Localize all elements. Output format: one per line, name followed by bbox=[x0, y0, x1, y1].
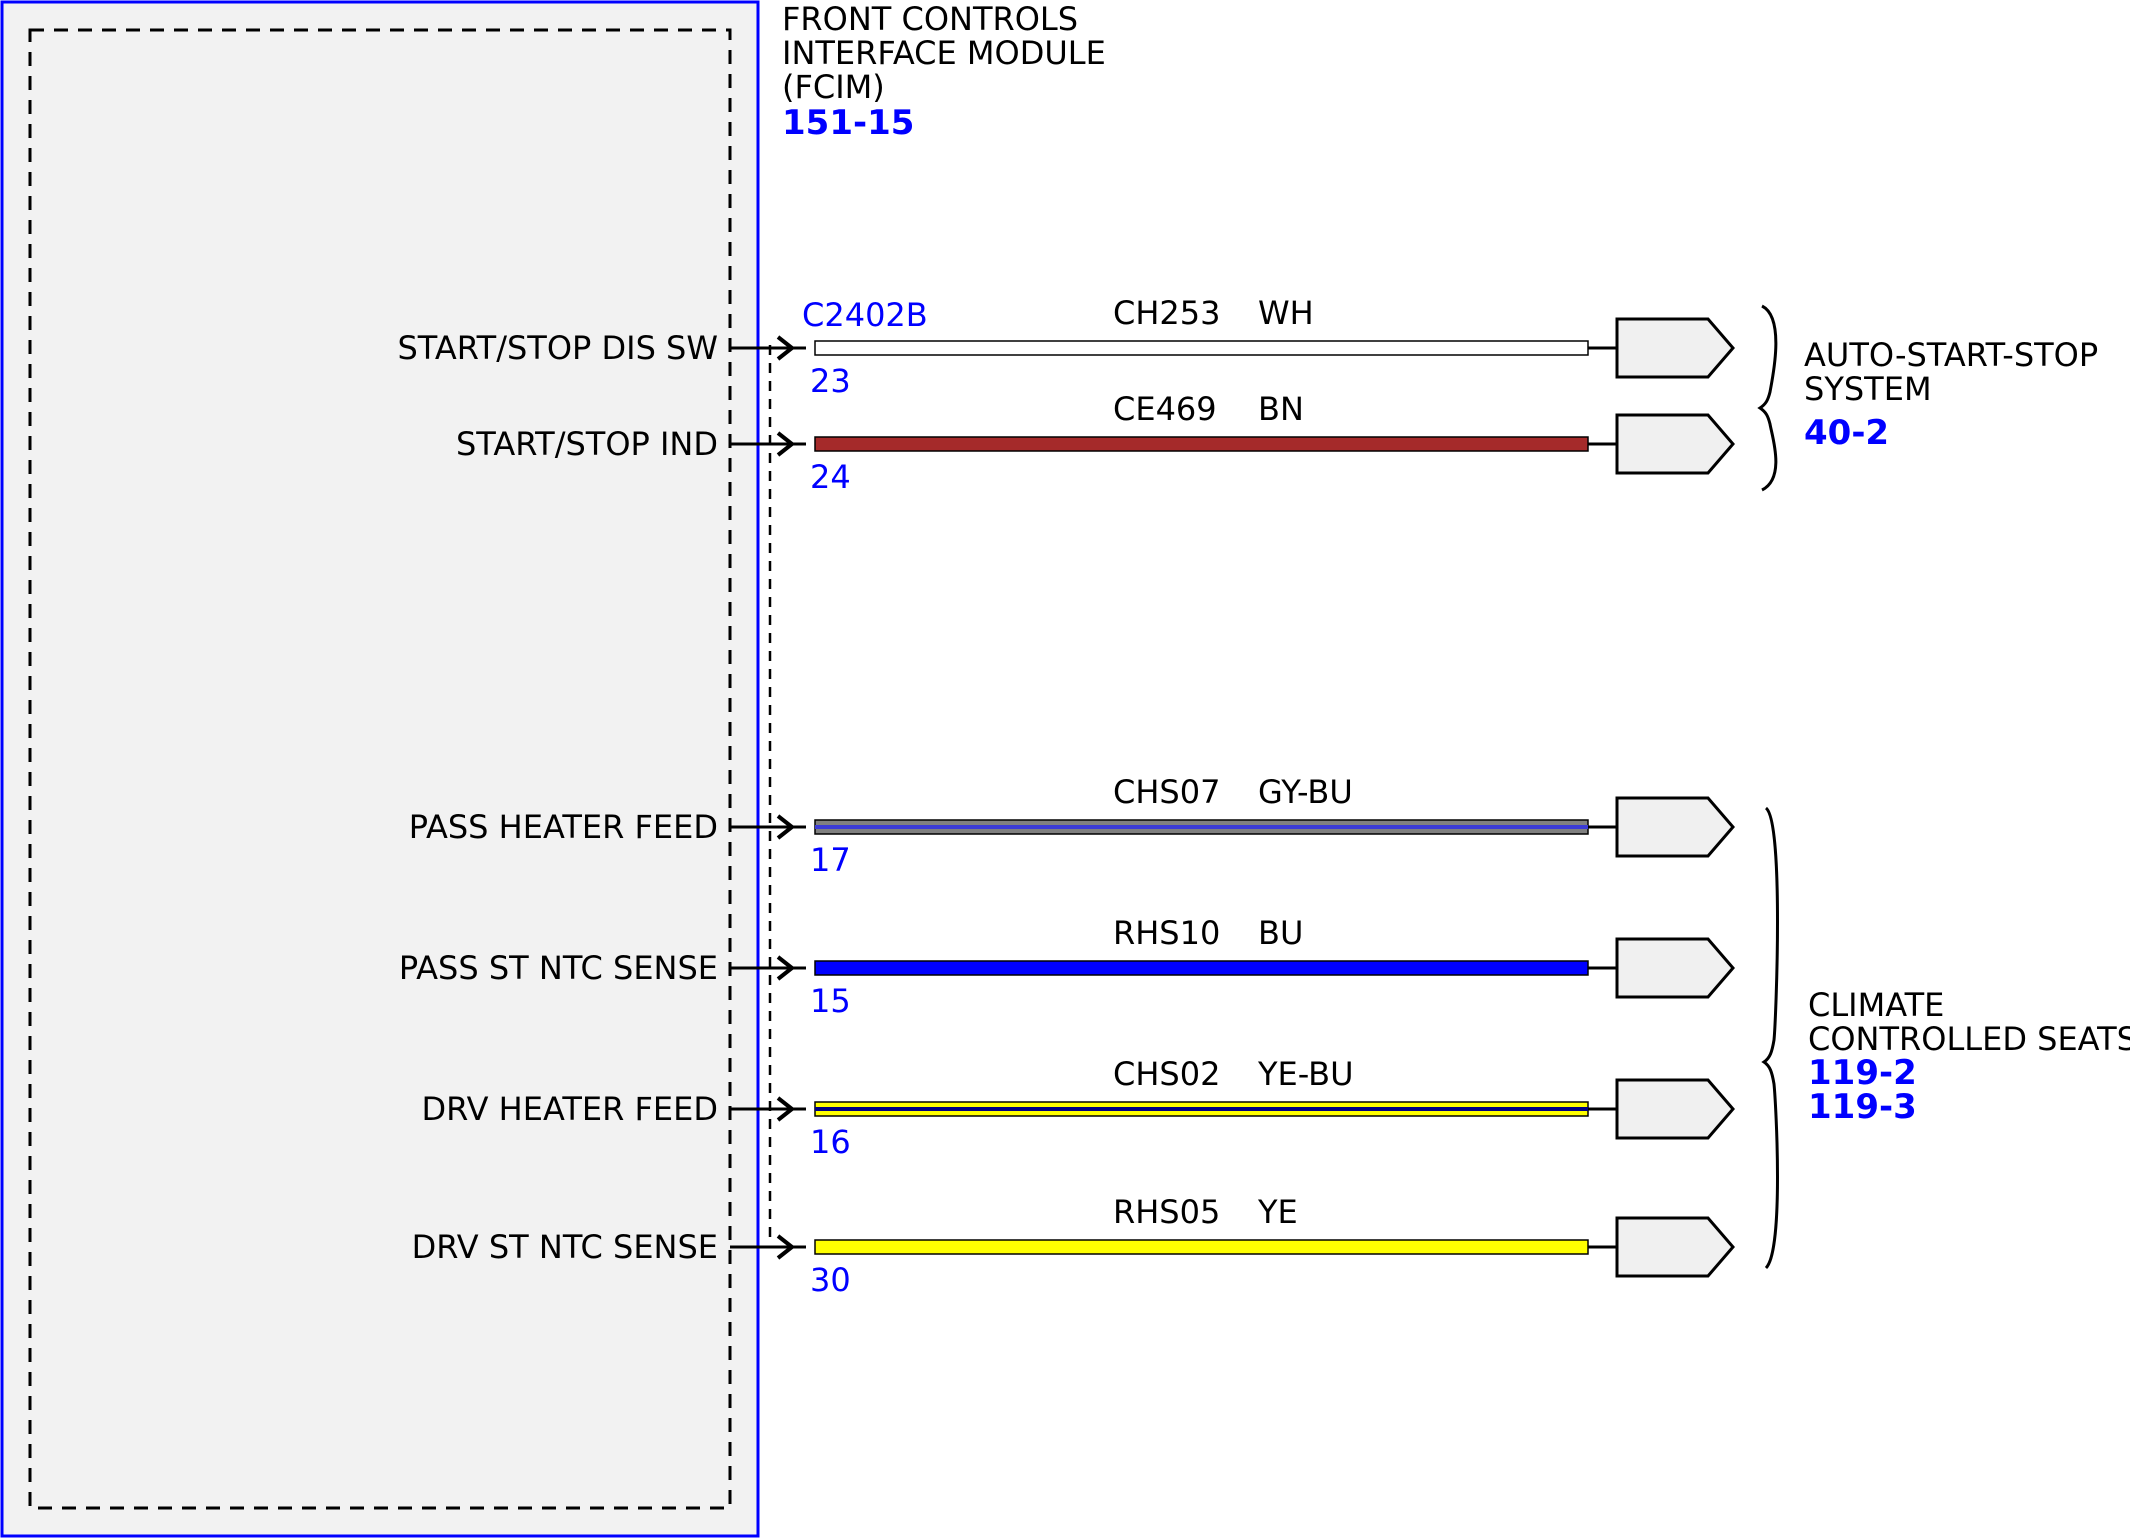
circuit-rhs10-wire[interactable] bbox=[814, 960, 1589, 976]
brace-climate-seats bbox=[1761, 806, 1779, 1270]
circuit-chs02-destination-arrow-icon[interactable] bbox=[1615, 1078, 1735, 1140]
module-title-line-1: FRONT CONTROLS bbox=[782, 0, 1078, 38]
circuit-ce469-circuit-id: CE469 bbox=[1113, 390, 1217, 428]
circuit-chs07-color-code: GY-BU bbox=[1258, 773, 1353, 811]
circuit-chs02-color-code: YE-BU bbox=[1257, 1055, 1354, 1093]
circuit-rhs05-pin-number: 30 bbox=[810, 1261, 851, 1299]
connector-label: C2402B bbox=[802, 296, 928, 334]
circuit-chs07-pin-number: 17 bbox=[810, 841, 851, 879]
circuits-group: START/STOP DIS SW 23 CH253 WH START/STOP IND… bbox=[397, 294, 1735, 1299]
module-title-line-2: INTERFACE MODULE bbox=[782, 34, 1106, 72]
circuit-ce469-pin-number: 24 bbox=[810, 458, 851, 496]
circuit-chs02-wire-stripe bbox=[815, 1107, 1588, 1111]
destination-auto-start-stop-line-2: SYSTEM bbox=[1804, 370, 1932, 408]
brace-auto-start-stop bbox=[1757, 304, 1778, 492]
circuit-ce469-color-code: BN bbox=[1258, 390, 1304, 428]
module-title-line-3: (FCIM) bbox=[782, 68, 885, 106]
circuit-ce469-destination-arrow-icon[interactable] bbox=[1615, 413, 1735, 475]
circuit-rhs05-destination-arrow-icon[interactable] bbox=[1615, 1216, 1735, 1278]
circuit-chs07-signal-label: PASS HEATER FEED bbox=[409, 808, 718, 846]
circuit-chs02-pin-number: 16 bbox=[810, 1123, 851, 1161]
fcim-module-box bbox=[0, 0, 760, 1538]
destination-auto-start-stop-ref[interactable]: 40-2 bbox=[1804, 413, 1889, 453]
circuit-ch253-destination-arrow-icon[interactable] bbox=[1615, 317, 1735, 379]
circuit-chs07-destination-arrow-icon[interactable] bbox=[1615, 796, 1735, 858]
circuit-rhs10-destination-arrow-icon[interactable] bbox=[1615, 937, 1735, 999]
destination-climate-seats-ref-2[interactable]: 119-3 bbox=[1808, 1087, 1917, 1127]
circuit-ch253-wire[interactable] bbox=[814, 340, 1589, 356]
fcim-module-inner-dashed bbox=[28, 28, 732, 1510]
circuit-rhs05-wire[interactable] bbox=[814, 1239, 1589, 1255]
circuit-ch253-circuit-id: CH253 bbox=[1113, 294, 1220, 332]
circuit-chs07-circuit-id: CHS07 bbox=[1113, 773, 1220, 811]
module-ref-link[interactable]: 151-15 bbox=[782, 103, 914, 143]
destination-climate-seats-line-2: CONTROLLED SEATS bbox=[1808, 1020, 2130, 1058]
circuit-rhs10-color-code: BU bbox=[1258, 914, 1303, 952]
circuit-rhs10-circuit-id: RHS10 bbox=[1113, 914, 1220, 952]
circuit-rhs05-color-code: YE bbox=[1257, 1193, 1298, 1231]
circuit-rhs10-signal-label: PASS ST NTC SENSE bbox=[399, 949, 718, 987]
destination-climate-seats-line-1: CLIMATE bbox=[1808, 986, 1944, 1024]
circuit-ch253-color-code: WH bbox=[1258, 294, 1314, 332]
circuit-ch253-pin-number: 23 bbox=[810, 362, 851, 400]
circuit-rhs10-pin-number: 15 bbox=[810, 982, 851, 1020]
circuit-rhs05-signal-label: DRV ST NTC SENSE bbox=[412, 1228, 718, 1266]
circuit-ch253-signal-label: START/STOP DIS SW bbox=[397, 329, 718, 367]
circuit-chs02-signal-label: DRV HEATER FEED bbox=[421, 1090, 718, 1128]
circuit-rhs05-circuit-id: RHS05 bbox=[1113, 1193, 1220, 1231]
circuit-chs07-wire-stripe bbox=[815, 825, 1588, 829]
circuit-ce469-wire[interactable] bbox=[814, 436, 1589, 452]
circuit-chs02-circuit-id: CHS02 bbox=[1113, 1055, 1220, 1093]
destination-climate-seats-ref-1[interactable]: 119-2 bbox=[1808, 1053, 1917, 1093]
circuit-ce469-signal-label: START/STOP IND bbox=[456, 425, 718, 463]
destination-auto-start-stop-line-1: AUTO-START-STOP bbox=[1804, 336, 2098, 374]
